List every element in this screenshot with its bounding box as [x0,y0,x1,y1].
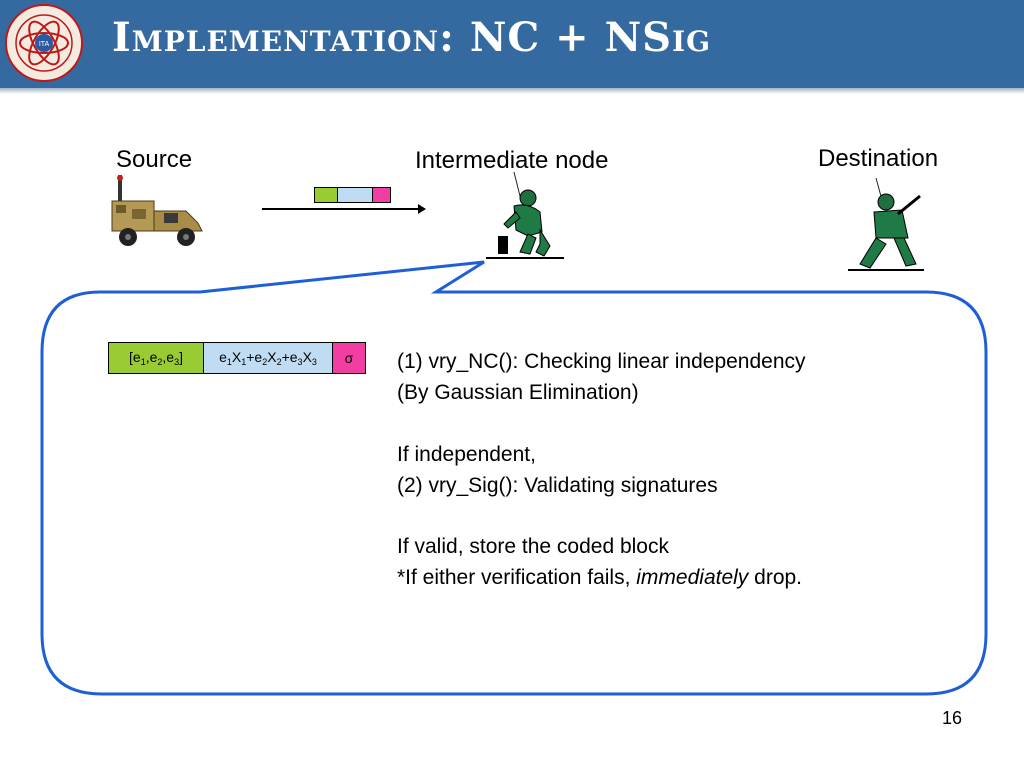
signature-cell: σ [332,342,366,374]
coeff-text: [e1,e2,e3] [129,349,183,367]
source-label: Source [116,146,193,173]
cond2-text: If valid, store the coded block [397,535,669,558]
kneeling-soldier-icon [486,172,564,259]
step1-note-text: (By Gaussian Elimination) [397,381,639,404]
fail-text: *If either verification fails, immediate… [397,566,802,590]
title-shadow [0,88,1024,94]
coeff-vector-cell: [e1,e2,e3] [108,342,204,374]
step1-text: (1) vry_NC(): Checking linear independen… [397,350,806,373]
combination-cell: e1X1+e2X2+e3X3 [203,342,333,374]
combination-text: e1X1+e2X2+e3X3 [219,349,317,367]
fail-emphasis: immediately [636,566,749,589]
fail-suffix: drop. [748,566,803,589]
transmit-arrow [262,204,426,214]
destination-label: Destination [818,145,939,172]
intermediate-label: Intermediate node [415,147,609,174]
signature-text: σ [344,350,354,366]
page-number: 16 [941,708,962,728]
title-bar: ITA Implementation: NC + NSig [0,0,1024,90]
svg-text:ITA: ITA [39,41,50,48]
fail-prefix: *If either verification fails, [397,566,637,589]
military-vehicle-icon [111,175,203,246]
step2-text: (2) vry_Sig(): Validating signatures [397,474,718,497]
walking-soldier-icon [848,178,924,271]
ita-logo: ITA [5,4,83,82]
cond1-text: If independent, [397,443,536,466]
packet-sig-segment [372,187,391,203]
slide-title: Implementation: NC + NSig [112,14,712,61]
